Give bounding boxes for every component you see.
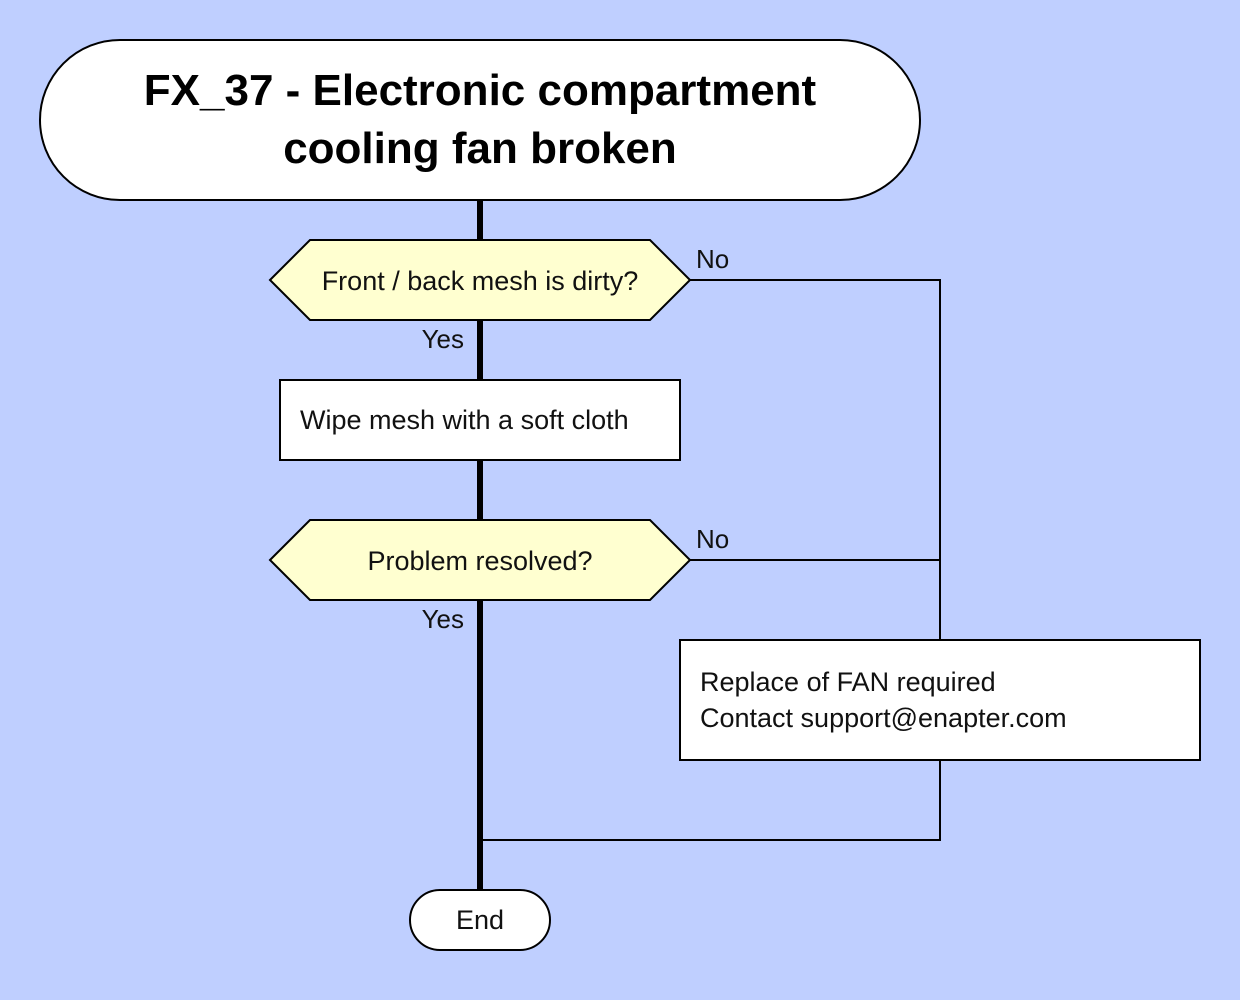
decision-problem-resolved-no-label: No	[696, 524, 729, 554]
flowchart-title: FX_37 - Electronic compartment cooling f…	[143, 66, 817, 173]
action-replace-fan-shape	[679, 639, 1201, 761]
decision-mesh-dirty-yes-label: Yes	[422, 324, 464, 354]
start-terminal-shape	[39, 39, 921, 201]
action-wipe-mesh-shape	[279, 379, 681, 461]
action-wipe-mesh-text: Wipe mesh with a soft cloth	[300, 404, 629, 435]
action-replace-fan-text: Replace of FAN required Contact support@…	[700, 640, 1190, 760]
decision-problem-resolved-shape	[268, 519, 692, 601]
decision-mesh-dirty-no-label: No	[696, 244, 729, 274]
contact-support-line: Contact support@enapter.com	[700, 703, 1067, 733]
decision-problem-resolved-text: Problem resolved?	[367, 546, 592, 576]
connector-no-mesh-to-replace	[690, 279, 941, 640]
end-terminal-text: End	[455, 904, 505, 935]
replace-fan-message: Replace of FAN required Contact support@…	[700, 664, 1067, 736]
decision-mesh-dirty-text: Front / back mesh is dirty?	[322, 266, 639, 296]
end-terminal-shape	[409, 889, 551, 951]
connector-replace-to-end	[480, 760, 941, 841]
decision-problem-resolved-yes-label: Yes	[422, 604, 464, 634]
replace-fan-line: Replace of FAN required	[700, 667, 996, 697]
decision-mesh-dirty-shape	[268, 239, 692, 321]
